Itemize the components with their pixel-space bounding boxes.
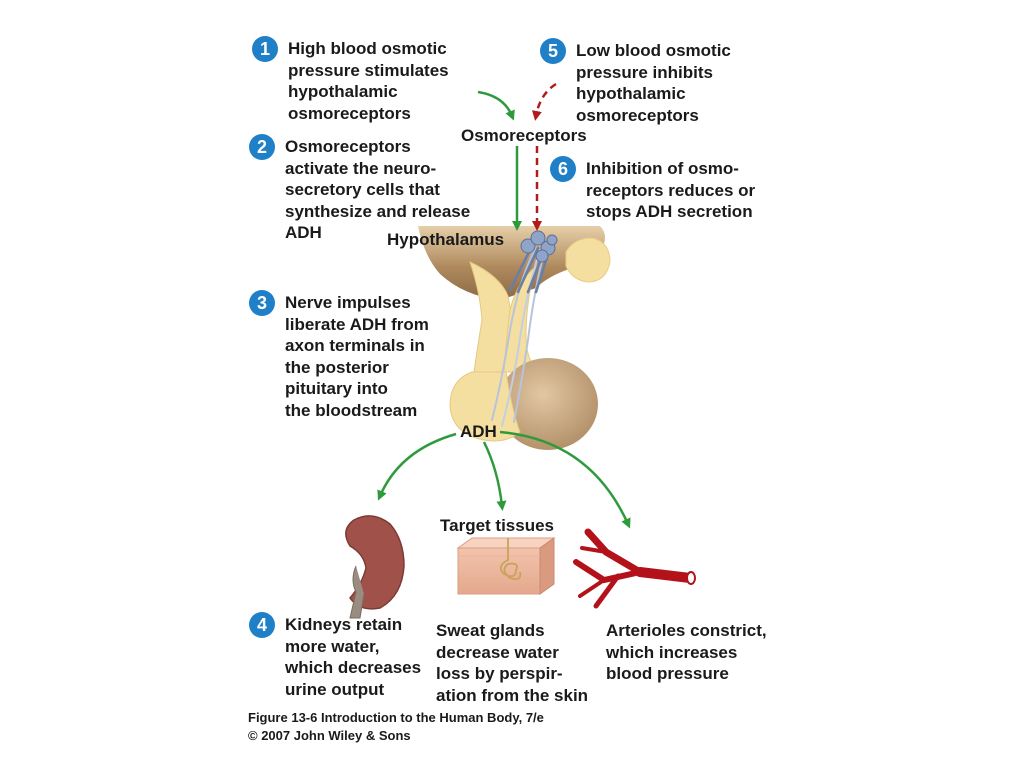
step-1: 1 High blood osmotic pressure stimulates… bbox=[252, 36, 449, 124]
step-1-badge: 1 bbox=[252, 36, 278, 62]
step-3-text: Nerve impulses liberate ADH from axon te… bbox=[285, 293, 429, 420]
step-6: 6 Inhibition of osmo- receptors reduces … bbox=[550, 156, 756, 223]
step-2: 2 Osmoreceptors activate the neuro- secr… bbox=[249, 134, 471, 244]
optic-chiasm bbox=[565, 237, 611, 283]
step-3-badge: 3 bbox=[249, 290, 275, 316]
skin-illustration bbox=[456, 537, 556, 595]
arterioles-outcome: Arterioles constrict, which increases bl… bbox=[606, 621, 767, 683]
step-4-text: Kidneys retain more water, which decreas… bbox=[285, 615, 422, 699]
adh-arrow-arterioles bbox=[499, 430, 631, 529]
step-4: 4 Kidneys retain more water, which decre… bbox=[249, 612, 422, 700]
arteriole-illustration bbox=[573, 528, 695, 609]
adh-arrow-sweat-glands bbox=[482, 441, 507, 511]
hypothalamus-label: Hypothalamus bbox=[387, 230, 505, 249]
step-6-badge: 6 bbox=[550, 156, 576, 182]
step-2-badge: 2 bbox=[249, 134, 275, 160]
figure-caption: Figure 13-6 Introduction to the Human Bo… bbox=[248, 710, 544, 743]
step-1-text: High blood osmotic pressure stimulates h… bbox=[288, 39, 449, 123]
adh-label: ADH bbox=[460, 422, 497, 441]
stimulate-arrow-osmoreceptors bbox=[477, 90, 515, 121]
kidney-illustration bbox=[345, 515, 405, 619]
adh-arrow-kidney bbox=[377, 432, 457, 501]
inhibit-arrow-osmoreceptors bbox=[531, 82, 557, 121]
step-3: 3 Nerve impulses liberate ADH from axon … bbox=[249, 290, 429, 421]
osmoreceptors-label: Osmoreceptors bbox=[461, 126, 587, 145]
arteriole-opening bbox=[686, 571, 696, 585]
posterior-pituitary bbox=[498, 358, 598, 450]
neurosecretory-cell-bodies bbox=[520, 230, 558, 263]
hypothalamus-tissue bbox=[418, 226, 605, 300]
step-2-text: Osmoreceptors activate the neuro- secret… bbox=[285, 137, 471, 242]
step-4-badge: 4 bbox=[249, 612, 275, 638]
step-5: 5 Low blood osmotic pressure inhibits hy… bbox=[540, 38, 731, 126]
step-5-badge: 5 bbox=[540, 38, 566, 64]
target-tissues-label: Target tissues bbox=[440, 516, 555, 535]
neurosecretory-axons bbox=[491, 244, 550, 427]
sweat-glands-outcome: Sweat glands decrease water loss by pers… bbox=[436, 621, 589, 705]
step-5-text: Low blood osmotic pressure inhibits hypo… bbox=[576, 41, 731, 125]
step-6-text: Inhibition of osmo- receptors reduces or… bbox=[586, 159, 756, 221]
